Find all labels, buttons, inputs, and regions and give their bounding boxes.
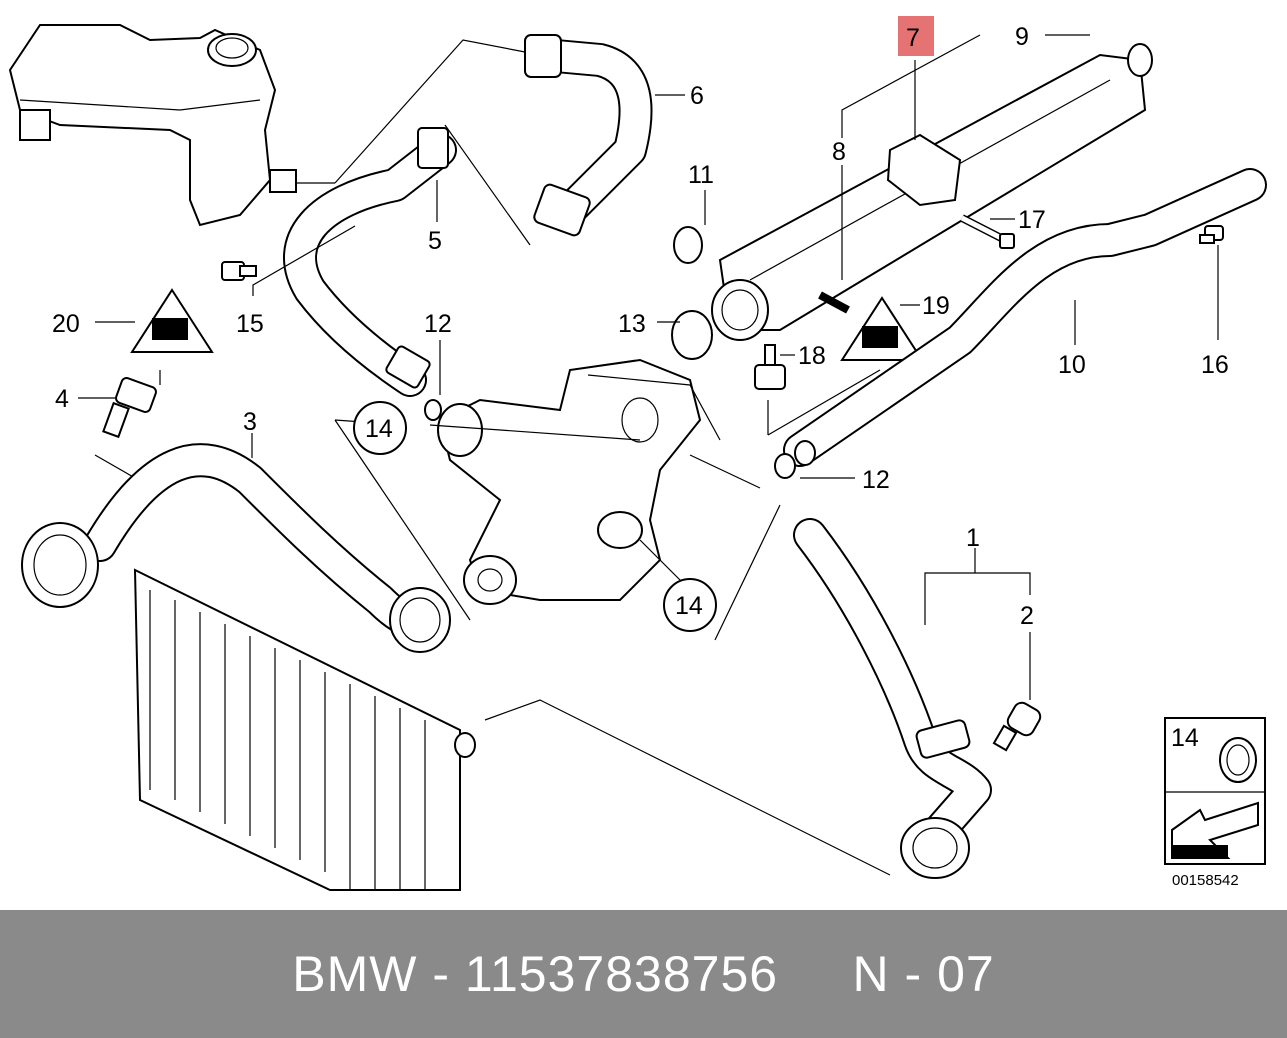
label-8: 8 <box>832 138 846 166</box>
leader-14a-2 <box>334 419 471 621</box>
leader-5-diag <box>444 124 531 246</box>
label-10: 10 <box>1058 351 1086 379</box>
sensor-4 <box>102 377 157 439</box>
bolt-15 <box>221 261 257 281</box>
hose-1 <box>793 518 992 879</box>
temp-sensor-18 <box>754 344 786 390</box>
bolt-16 <box>1199 225 1224 244</box>
legend-box: 14 <box>1164 717 1266 865</box>
leader-14a-3 <box>429 424 641 441</box>
hose-3 <box>21 443 451 653</box>
label-1: 1 <box>966 524 980 552</box>
label-15: 15 <box>236 310 264 338</box>
o-ring-13 <box>671 310 713 360</box>
water-pump <box>437 358 702 605</box>
leader-1-rad <box>484 699 891 876</box>
highlight-box-7 <box>898 16 934 56</box>
leader-8-9 <box>841 34 981 138</box>
callout-circle-14b <box>663 578 717 632</box>
coolant-pipe-7 <box>711 43 1153 341</box>
screw-2 <box>992 701 1042 752</box>
legend-clamp-label: 14 <box>1171 724 1199 752</box>
parts-diagram: 1 2 3 4 5 6 7 8 9 10 11 12 12 13 14 14 1… <box>8 16 1267 891</box>
leader-18-b <box>767 369 881 436</box>
radiator <box>133 568 476 891</box>
hose-5 <box>283 127 457 397</box>
leader-12b-2 <box>689 454 761 489</box>
clamp-icon <box>1219 737 1257 783</box>
coolant-pipe-10 <box>783 168 1267 467</box>
bolt-17 <box>960 214 1015 249</box>
label-20: 20 <box>52 310 80 338</box>
label-2: 2 <box>1020 602 1034 630</box>
expansion-tank <box>8 24 297 227</box>
label-12a: 12 <box>424 310 452 338</box>
label-6: 6 <box>690 82 704 110</box>
label-18: 18 <box>798 342 826 370</box>
label-11: 11 <box>688 161 714 189</box>
diagram-code: 00158542 <box>1172 872 1239 889</box>
o-ring-11 <box>673 226 703 264</box>
warning-triangle-19 <box>840 296 924 361</box>
callout-circle-14a <box>353 401 407 455</box>
label-19: 19 <box>922 292 950 320</box>
label-17: 17 <box>1018 206 1046 234</box>
footer-bar: BMW - 11537838756 N - 07 <box>0 910 1287 1038</box>
stud <box>818 291 850 314</box>
leader-1 <box>924 572 1031 625</box>
leader-14b-2 <box>714 504 781 641</box>
label-7: 7 <box>906 24 920 52</box>
label-4: 4 <box>55 385 69 413</box>
leader-13-pump <box>587 374 721 441</box>
label-9: 9 <box>1015 23 1029 51</box>
leader-15 <box>252 225 356 296</box>
label-13: 13 <box>618 310 646 338</box>
label-5: 5 <box>428 227 442 255</box>
leader-4c <box>94 454 136 479</box>
label-14b: 14 <box>675 592 703 620</box>
hose-6 <box>524 34 653 237</box>
label-3: 3 <box>243 408 257 436</box>
warning-triangle-20 <box>130 288 214 353</box>
o-ring-12b <box>774 453 796 479</box>
label-16: 16 <box>1201 351 1229 379</box>
o-ring-12a <box>424 399 442 421</box>
part-number-caption: BMW - 11537838756 N - 07 <box>292 946 995 1002</box>
label-14a: 14 <box>365 415 393 443</box>
leader-6-a <box>334 39 526 184</box>
label-12b: 12 <box>862 466 890 494</box>
